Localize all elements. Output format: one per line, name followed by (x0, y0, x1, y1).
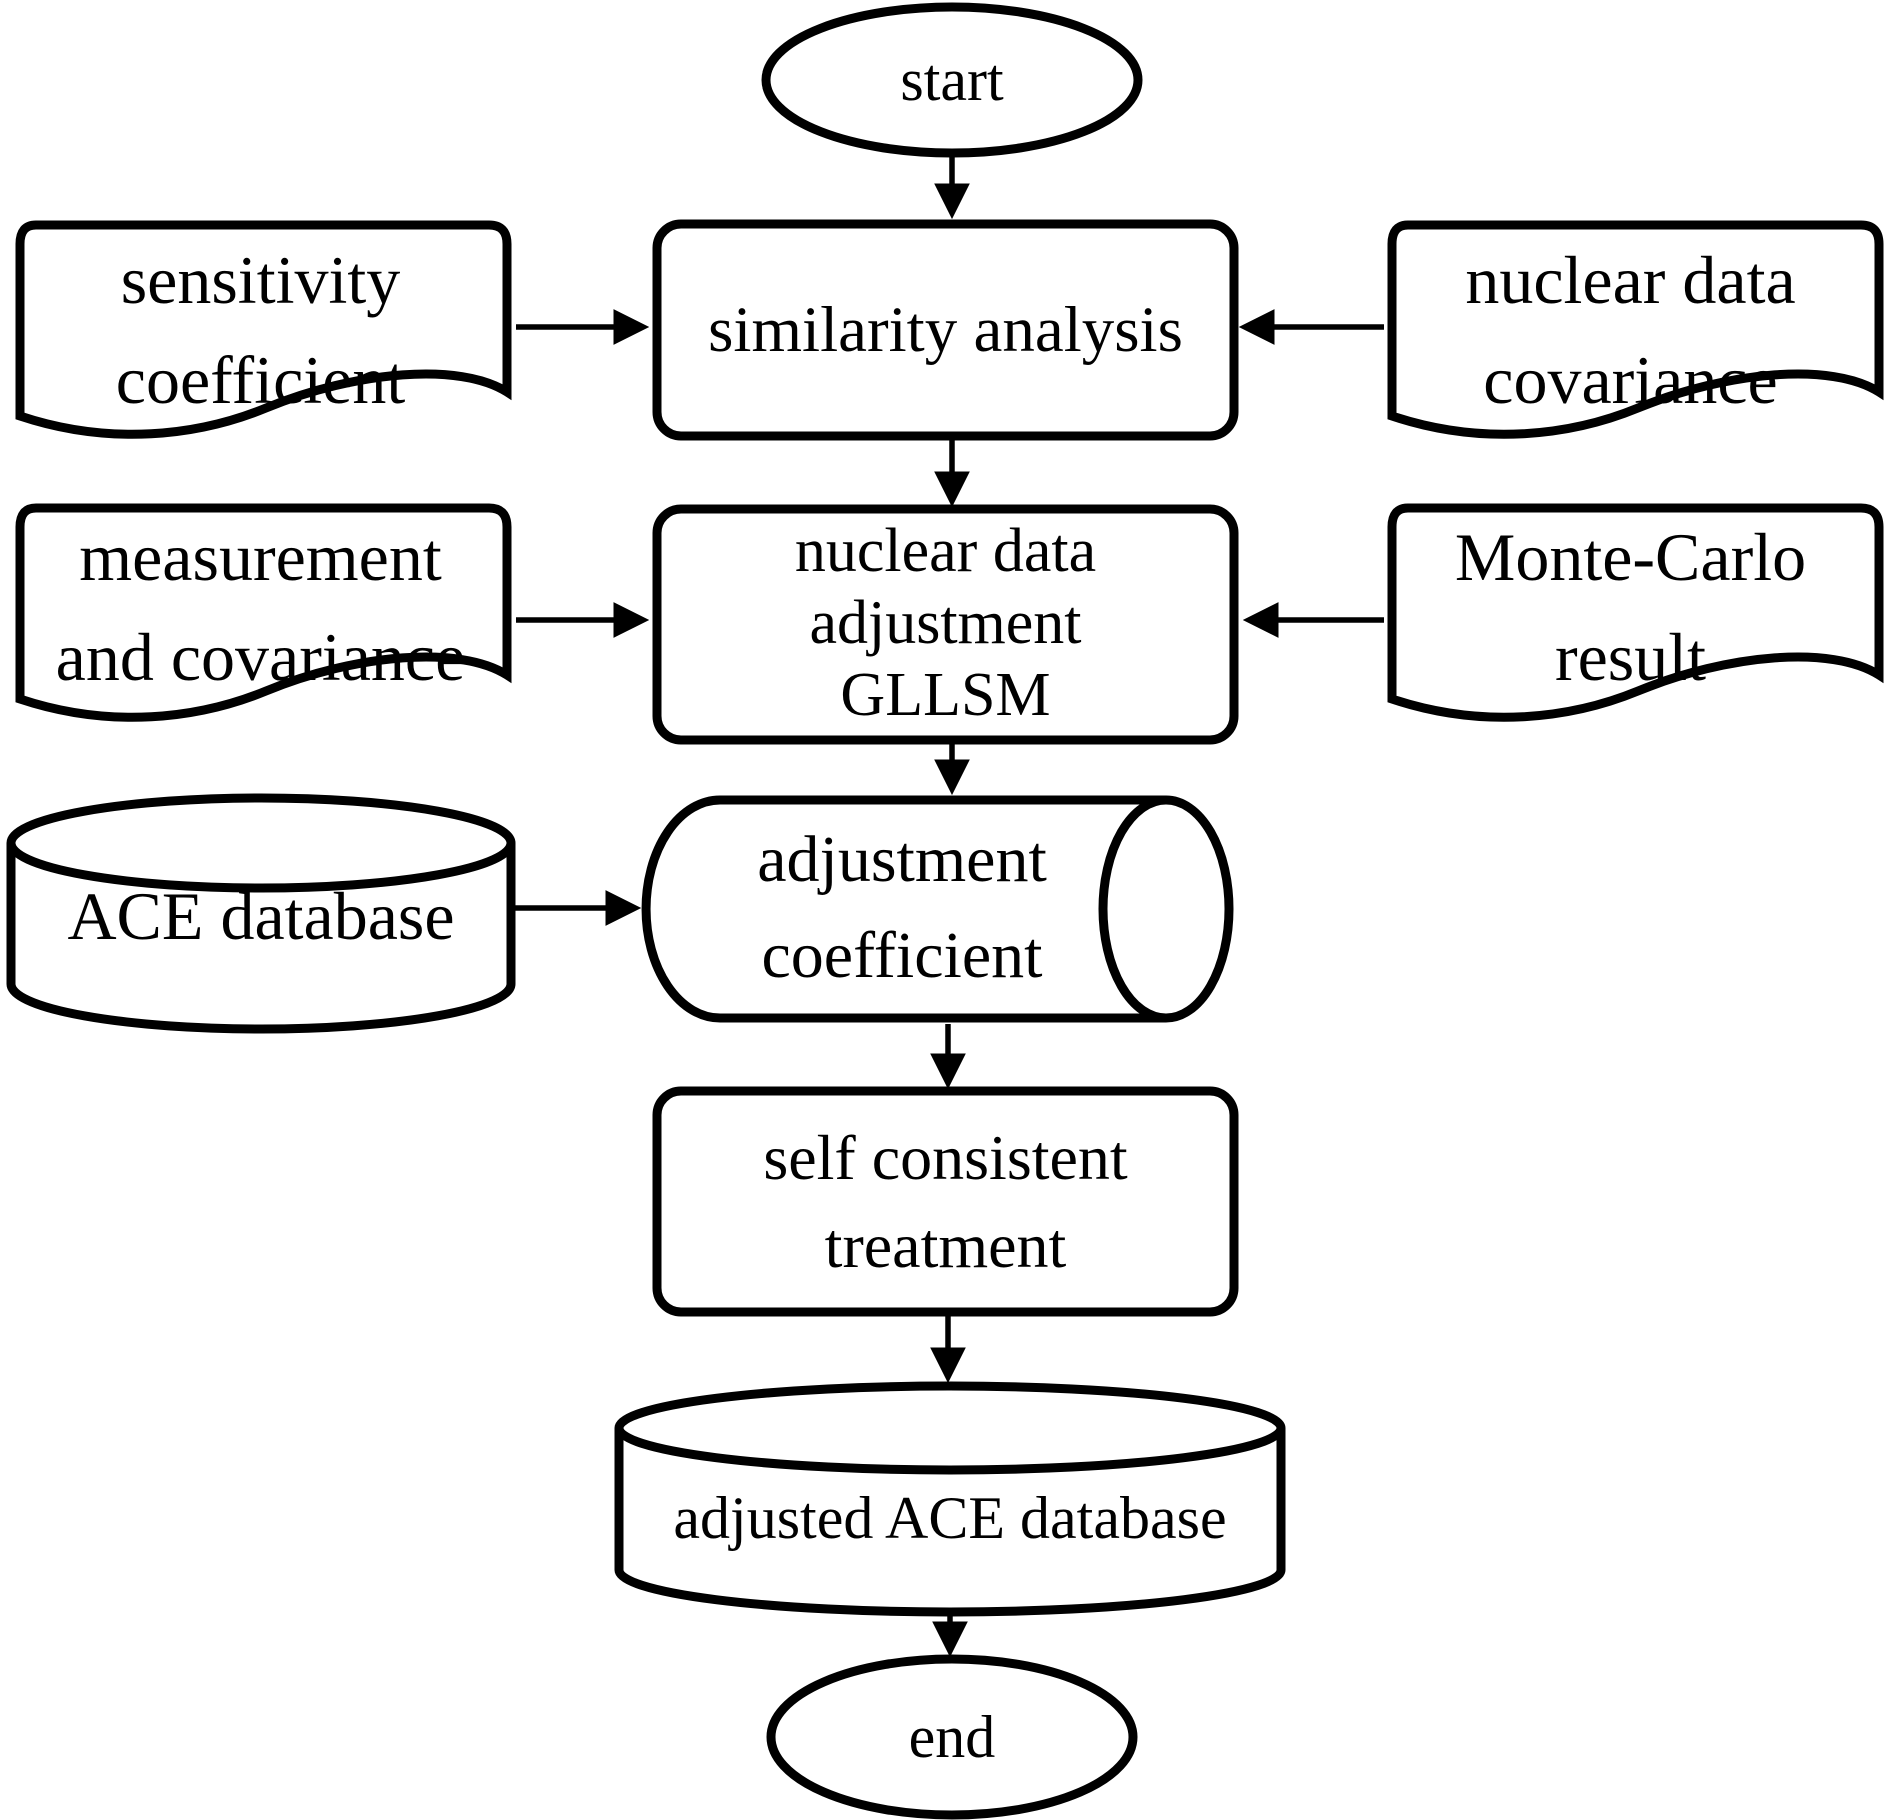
adjustment-coefficient-shape (641, 795, 1234, 1023)
adjusted-ace-database-top (614, 1381, 1286, 1475)
adjusted-ace-database-body (614, 1428, 1286, 1617)
similarity-analysis-shape (652, 219, 1239, 441)
end-node-shape (766, 1654, 1138, 1820)
adjustment-coefficient-end-cap (1098, 795, 1234, 1023)
ace-database-top (6, 793, 516, 893)
adjusted-ace-database-shape (614, 1381, 1286, 1617)
measurement-and-covariance-shape (15, 503, 512, 722)
adjustment-coefficient-body (641, 795, 1166, 1023)
self-consistent-treatment-shape (652, 1086, 1239, 1317)
start-node-shape (761, 2, 1143, 158)
sensitivity-coefficient-shape (15, 220, 512, 439)
ace-database-body (6, 843, 516, 1034)
monte-carlo-result-shape (1387, 503, 1884, 722)
nuclear-data-covariance-shape (1387, 220, 1884, 439)
ace-database-shape (6, 793, 516, 1034)
nuclear-data-adjustment-gllsm-shape (652, 504, 1239, 745)
